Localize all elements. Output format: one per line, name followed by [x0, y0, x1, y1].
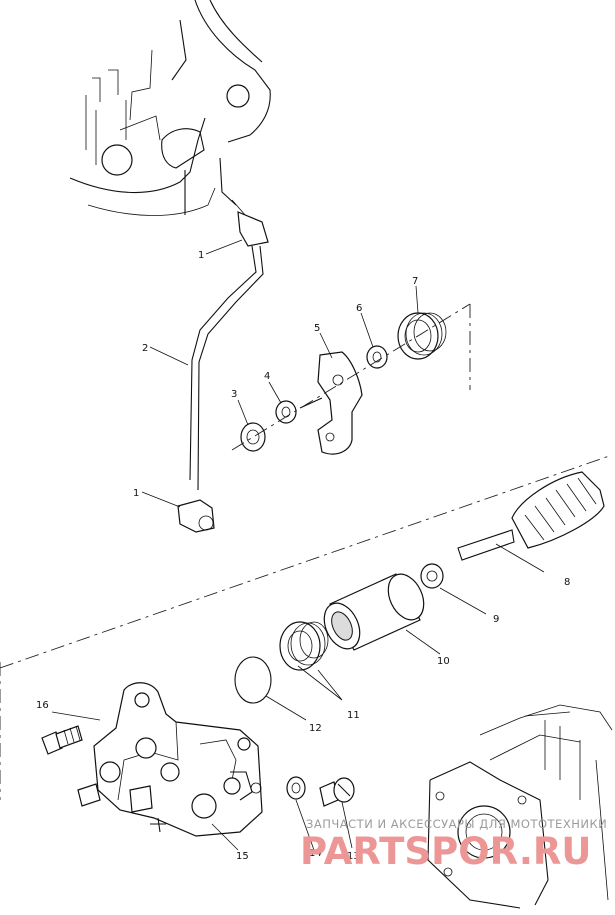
watermark-tagline: ЗАПЧАСТИ И АКСЕССУАРЫ ДЛЯ МОТОТЕХНИКИ — [306, 817, 607, 831]
callout-1-upper: 1 — [198, 250, 204, 261]
callout-7: 7 — [412, 276, 418, 287]
callout-16: 16 — [36, 700, 49, 711]
callout-13: 13 — [347, 851, 360, 862]
fuel-hose-assembly — [177, 157, 269, 533]
callout-6: 6 — [356, 303, 362, 314]
centerlines — [0, 303, 613, 800]
sleeve-10 — [323, 573, 425, 651]
spring-7 — [397, 312, 447, 360]
watermark: ЗАПЧАСТИ И АКСЕССУАРЫ ДЛЯ МОТОТЕХНИКИ PA… — [300, 817, 607, 873]
callout-11: 11 — [347, 710, 360, 721]
callout-labels: 1 1 2 3 4 5 6 7 8 9 10 11 12 13 14 15 16 — [36, 250, 570, 862]
collar-3 — [240, 422, 266, 452]
callout-10: 10 — [437, 656, 450, 667]
springs-11 — [279, 621, 329, 671]
callout-5: 5 — [314, 323, 320, 334]
washer-6 — [366, 345, 388, 369]
washer-14 — [286, 776, 306, 800]
engine-housing-top — [69, 0, 271, 216]
leader-lines — [51, 239, 545, 851]
oil-pump-15 — [77, 682, 263, 837]
watermark-brand: PARTSPOR.RU — [300, 830, 591, 873]
callout-3: 3 — [231, 389, 237, 400]
callout-9: 9 — [493, 614, 499, 625]
plug-13 — [319, 777, 355, 807]
callout-12: 12 — [309, 723, 322, 734]
callout-1-lower: 1 — [133, 488, 139, 499]
washer-9 — [420, 563, 444, 589]
drive-shaft-8 — [457, 471, 605, 561]
bolt-16 — [41, 725, 83, 755]
lock-washer-4 — [275, 400, 297, 424]
callout-2: 2 — [142, 343, 148, 354]
callout-14: 14 — [309, 848, 322, 859]
callout-4: 4 — [264, 371, 270, 382]
callout-15: 15 — [236, 851, 249, 862]
callout-8: 8 — [564, 577, 570, 588]
engine-casing-bottom — [427, 704, 613, 909]
o-ring-12 — [234, 656, 272, 704]
